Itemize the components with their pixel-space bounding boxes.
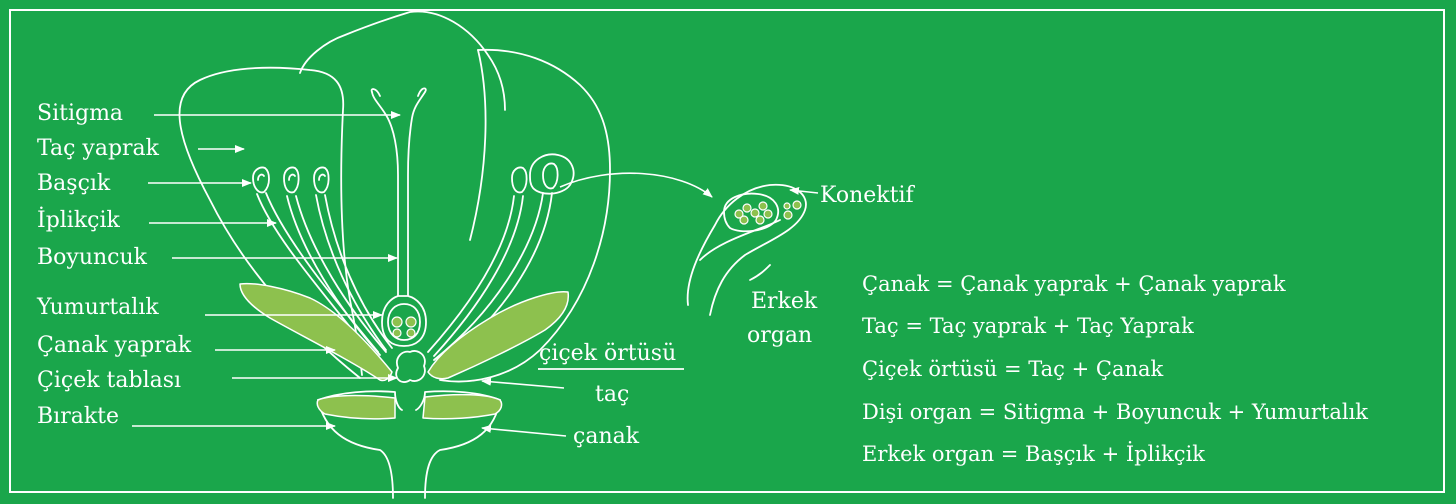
legend-line-3: Çiçek örtüsü = Taç + Çanak [862, 356, 1163, 382]
label-birakte: Bırakte [37, 404, 119, 430]
back-petal [300, 11, 505, 110]
legend-line-2: Taç = Taç yaprak + Taç Yaprak [862, 313, 1194, 339]
legend-line-5: Erkek organ = Başçık + İplikçik [862, 441, 1205, 467]
leader-konektif [790, 190, 818, 193]
anther-2 [284, 167, 299, 192]
label-tac: taç [595, 382, 629, 408]
label-erkek: Erkek [751, 289, 817, 315]
anther-4 [512, 167, 527, 192]
label-canak: çanak [573, 424, 639, 450]
label-bascik: Başçık [37, 171, 110, 197]
label-cicek-ortusu: çiçek örtüsü [539, 341, 676, 367]
label-boyuncuk: Boyuncuk [37, 245, 147, 271]
anther-5 [543, 163, 558, 188]
receptacle [396, 351, 425, 382]
bract-fill-right [423, 395, 502, 419]
leader-canak [482, 428, 566, 436]
zoom-arrow [560, 173, 712, 197]
label-yumurtalik: Yumurtalık [37, 295, 159, 321]
stigma [372, 88, 426, 96]
label-konektif: Konektif [820, 183, 914, 209]
label-cicek-tablasi: Çiçek tablası [37, 368, 181, 394]
label-canak-yaprak: Çanak yaprak [37, 333, 191, 359]
label-organ: organ [747, 323, 812, 349]
bract-fill-left [317, 396, 395, 419]
legend-line-4: Dişi organ = Sitigma + Boyuncuk + Yumurt… [862, 399, 1368, 425]
label-tac-yaprak: Taç yaprak [37, 136, 159, 162]
leader-tac [482, 381, 564, 388]
anther-1 [253, 167, 269, 192]
style [372, 92, 425, 302]
legend-line-1: Çanak = Çanak yaprak + Çanak yaprak [862, 271, 1286, 297]
label-iplikcik: İplikçik [37, 208, 120, 234]
anther-3 [314, 167, 329, 192]
label-sitigma: Sitigma [37, 101, 123, 127]
